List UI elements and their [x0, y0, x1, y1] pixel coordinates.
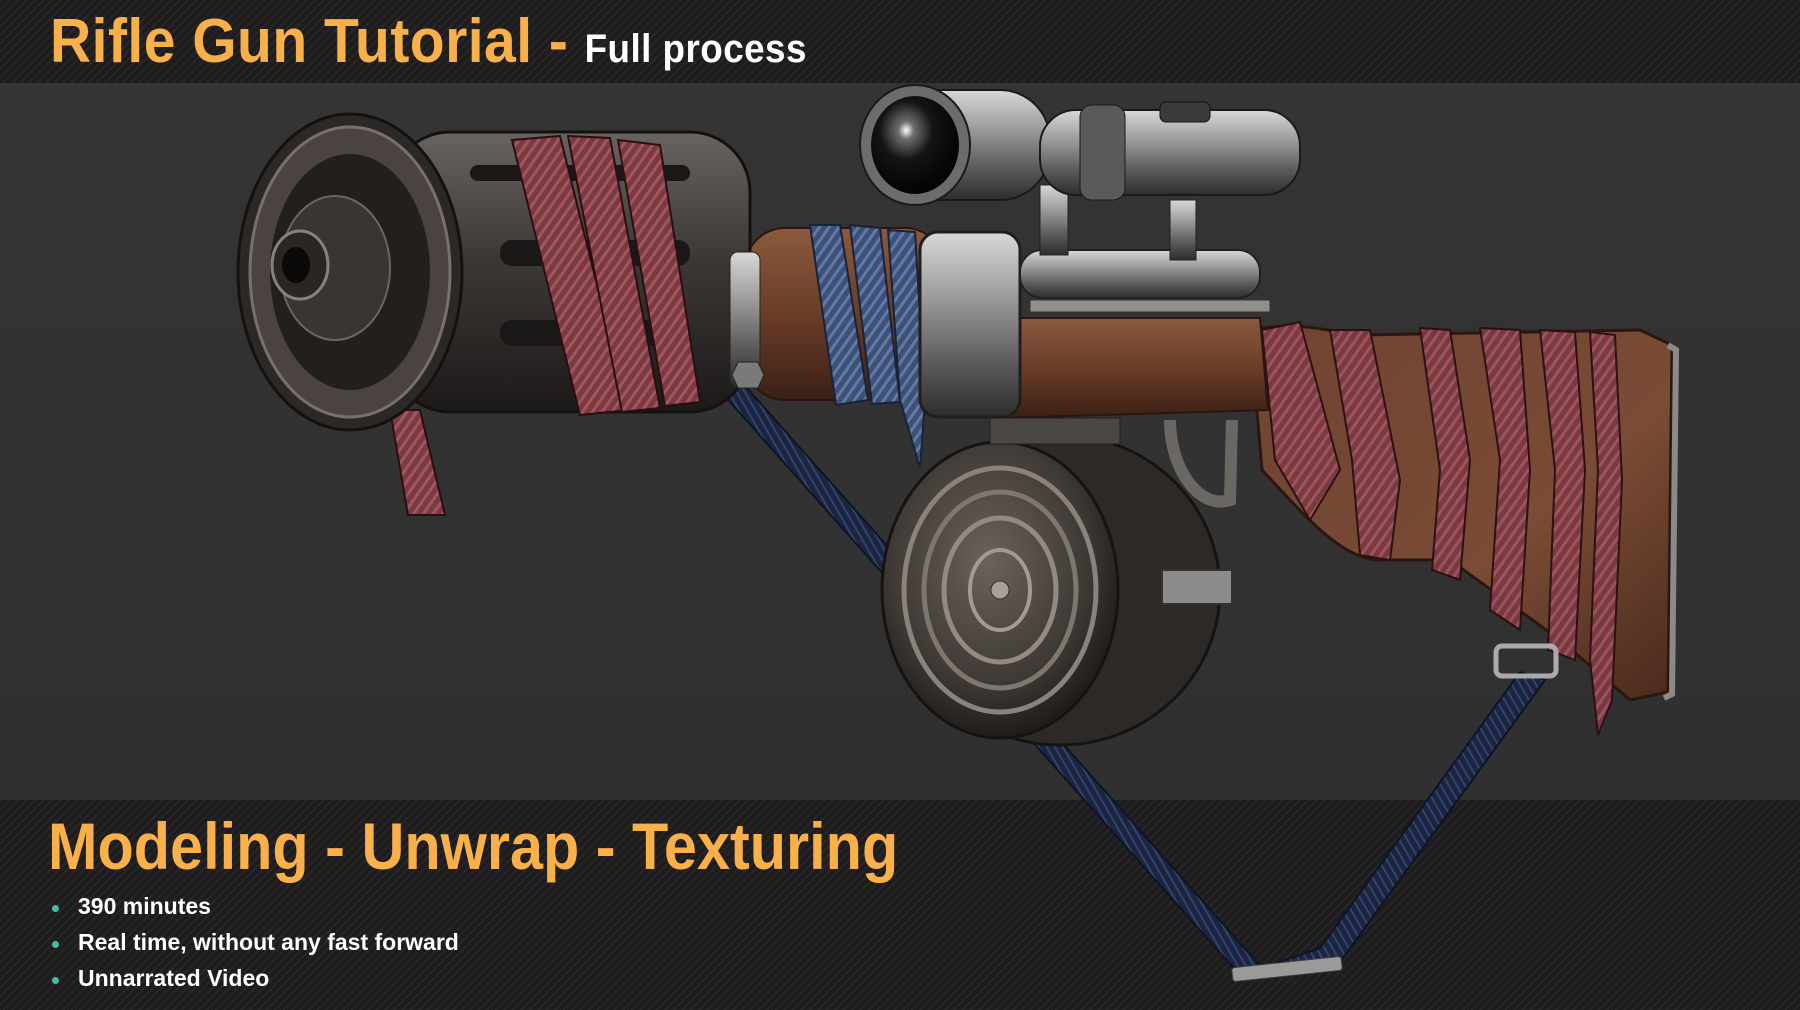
- title-subtitle: Full process: [584, 27, 807, 71]
- info-band: [0, 800, 1800, 1010]
- bullet-icon: [52, 977, 59, 984]
- feature-text: Unnarrated Video: [78, 965, 270, 991]
- scope-mount: [1019, 184, 1271, 313]
- muzzle-shroud: [236, 112, 752, 516]
- feature-item: 390 minutes: [52, 888, 459, 924]
- feature-list: 390 minutes Real time, without any fast …: [52, 888, 459, 996]
- scope: [859, 84, 1301, 206]
- barrel-collar: [918, 230, 1022, 419]
- receiver-wood: [999, 317, 1270, 420]
- bullet-icon: [52, 905, 59, 912]
- barrel-wrap: [744, 223, 946, 469]
- feature-item: Unnarrated Video: [52, 960, 459, 996]
- swivel-icon: [1493, 643, 1559, 679]
- rifle-stock: [1248, 320, 1680, 736]
- process-heading: Modeling - Unwrap - Texturing: [48, 809, 899, 883]
- page-title: Rifle Gun Tutorial - Full process: [50, 6, 807, 77]
- title-band: [0, 0, 1800, 83]
- bolt-icon: [731, 361, 765, 389]
- feature-text: Real time, without any fast forward: [78, 929, 459, 955]
- buckle-icon: [1231, 956, 1343, 982]
- scope-lens-icon: [871, 96, 959, 194]
- bullet-icon: [52, 941, 59, 948]
- trigger-guard: [1164, 419, 1238, 508]
- title-main: Rifle Gun Tutorial -: [50, 7, 585, 76]
- drum-magazine: [880, 417, 1233, 747]
- feature-text: 390 minutes: [78, 893, 211, 919]
- feature-item: Real time, without any fast forward: [52, 924, 459, 960]
